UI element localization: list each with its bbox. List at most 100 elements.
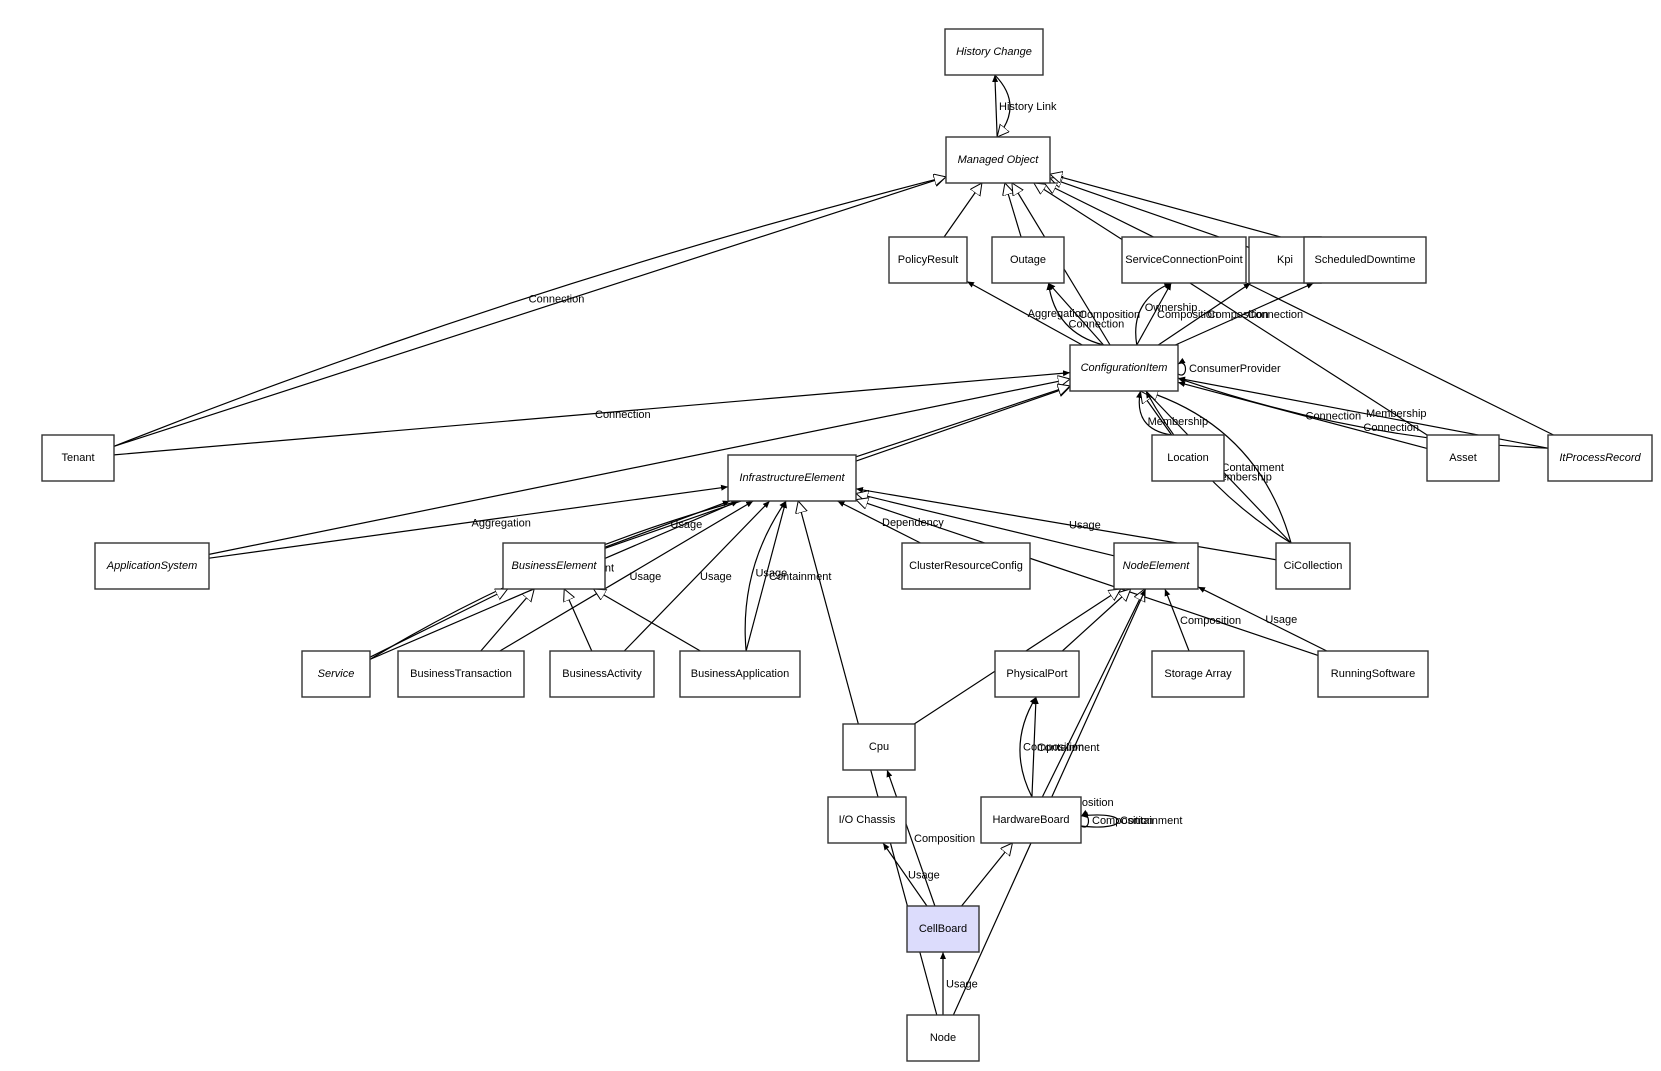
association-edge (1157, 282, 1252, 346)
class-node-cluster-resource-config[interactable]: ClusterResourceConfig (901, 542, 1031, 590)
edge-line (992, 74, 999, 138)
edge-line (1136, 282, 1172, 346)
class-name: Location (1167, 452, 1209, 464)
class-box (727, 454, 857, 502)
association-edge (837, 500, 921, 544)
edge-label: Usage (946, 979, 978, 991)
class-node-policy-result[interactable]: PolicyResult (888, 236, 968, 284)
inheritance-edge (856, 500, 1319, 657)
class-node-it-process-record[interactable]: ItProcessRecord (1547, 434, 1653, 482)
class-node-storage-array[interactable]: Storage Array (1151, 650, 1245, 698)
association-edge (992, 74, 999, 138)
class-node-service-connection-point[interactable]: ServiceConnectionPoint (1121, 236, 1247, 284)
edge-line (1177, 357, 1187, 376)
class-node-node[interactable]: Node (906, 1014, 980, 1062)
class-name: BusinessApplication (691, 668, 789, 680)
class-node-physical-port[interactable]: PhysicalPort (994, 650, 1080, 698)
edge-label: Containment (1120, 815, 1182, 827)
class-name: ApplicationSystem (106, 560, 198, 572)
inheritance-edge (1140, 391, 1173, 436)
association-edge (1031, 696, 1039, 798)
class-name: Service (318, 668, 355, 680)
class-node-history-change[interactable]: History Change (944, 28, 1044, 76)
class-node-asset[interactable]: Asset (1426, 434, 1500, 482)
class-name: CiCollection (1284, 560, 1343, 572)
class-node-application-system[interactable]: ApplicationSystem (94, 542, 210, 590)
class-node-business-element[interactable]: BusinessElement (502, 542, 606, 590)
edge-label: Connection (1248, 309, 1304, 321)
edge-line (208, 484, 729, 559)
edge-label: Composition (1180, 615, 1241, 627)
edge-line (623, 500, 771, 652)
class-box (944, 28, 1044, 76)
class-node-tenant[interactable]: Tenant (41, 434, 115, 482)
class-box (1151, 434, 1225, 482)
edge-line (837, 500, 921, 544)
class-node-configuration-item[interactable]: ConfigurationItem (1069, 344, 1179, 392)
edge-line (855, 487, 1277, 561)
association-edge (744, 500, 787, 652)
class-node-business-application[interactable]: BusinessApplication (679, 650, 801, 698)
class-node-ci-collection[interactable]: CiCollection (1275, 542, 1351, 590)
edge-line (856, 500, 1319, 657)
class-node-iochassis[interactable]: I/O Chassis (827, 796, 907, 844)
class-box (301, 650, 371, 698)
edge-line (1135, 282, 1172, 346)
class-name: NodeElement (1123, 560, 1191, 572)
class-node-location[interactable]: Location (1151, 434, 1225, 482)
inheritance-edge (594, 589, 701, 652)
class-name: ItProcessRecord (1559, 452, 1641, 464)
class-node-business-activity[interactable]: BusinessActivity (549, 650, 655, 698)
class-name: HardwareBoard (992, 814, 1069, 826)
class-node-outage[interactable]: Outage (991, 236, 1065, 284)
edge-line (1157, 282, 1252, 346)
class-node-cell-board[interactable]: CellBoard (906, 905, 980, 953)
inheritance-edge (856, 493, 1115, 557)
edge-line (882, 842, 928, 907)
association-edge (745, 500, 788, 652)
edge-line (1177, 381, 1428, 450)
class-node-infrastructure-element[interactable]: InfrastructureElement (727, 454, 857, 502)
class-node-node-element[interactable]: NodeElement (1113, 542, 1199, 590)
class-node-managed-object[interactable]: Managed Object (945, 136, 1051, 184)
inheritance-edge (113, 177, 946, 447)
edge-line (499, 500, 754, 652)
class-node-running-software[interactable]: RunningSoftware (1317, 650, 1429, 698)
class-box (549, 650, 655, 698)
class-box (679, 650, 801, 698)
class-node-scheduled-downtime[interactable]: ScheduledDowntime (1303, 236, 1427, 284)
edge-line (480, 589, 534, 652)
class-node-service[interactable]: Service (301, 650, 371, 698)
class-box (94, 542, 210, 590)
inheritance-edge (1005, 183, 1022, 238)
class-name: History Change (956, 46, 1032, 58)
edge-label: Usage (908, 870, 940, 882)
class-node-hardware-board[interactable]: HardwareBoard (980, 796, 1082, 844)
class-box (1113, 542, 1199, 590)
class-name: InfrastructureElement (739, 472, 845, 484)
class-name: ScheduledDowntime (1315, 254, 1416, 266)
edge-label: Aggregation (472, 517, 531, 529)
edge-line (856, 493, 1115, 557)
inheritance-edge (564, 589, 593, 652)
association-edge (499, 500, 754, 652)
class-name: Asset (1449, 452, 1477, 464)
edge-label: Usage (1069, 519, 1101, 531)
edge-line (1061, 589, 1130, 652)
edge-line (961, 843, 1013, 907)
class-node-cpu[interactable]: Cpu (842, 723, 916, 771)
edge-line (994, 74, 1011, 137)
edge-label: Usage (670, 519, 702, 531)
edge-line (744, 500, 787, 652)
edge-label: Usage (700, 571, 732, 583)
inheritance-edge (994, 74, 1011, 137)
edge-label: Composition (1079, 309, 1140, 321)
edge-line (1034, 183, 1428, 436)
class-box (1317, 650, 1429, 698)
class-node-business-transaction[interactable]: BusinessTransaction (397, 650, 525, 698)
edge-label: Connection (529, 293, 585, 305)
edge-line (1197, 586, 1328, 652)
edge-line (886, 769, 936, 907)
